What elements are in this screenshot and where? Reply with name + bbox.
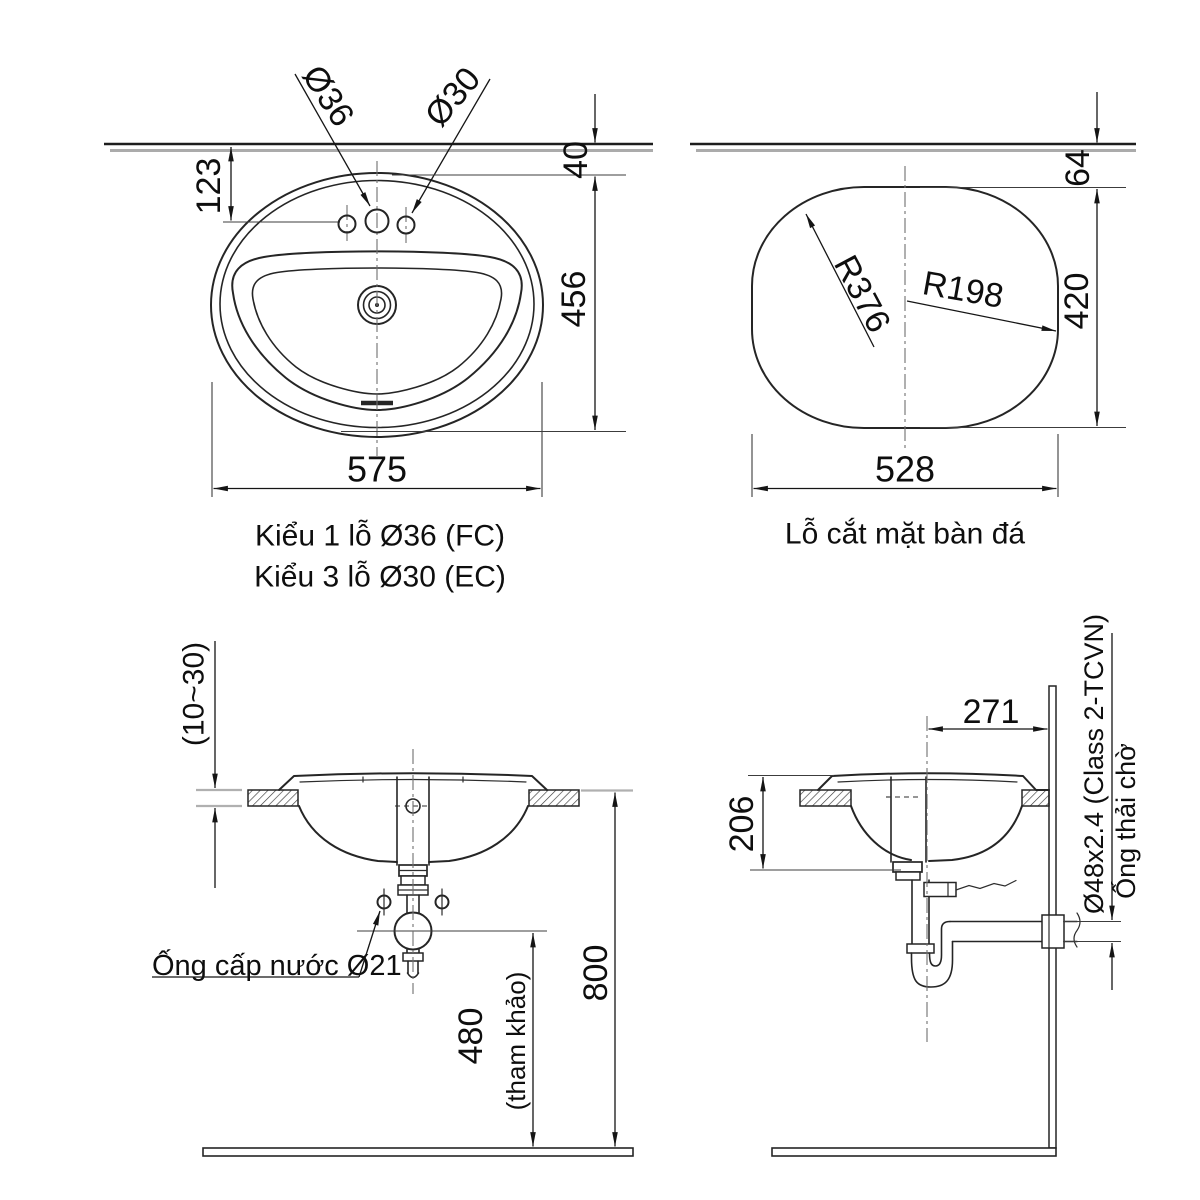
faucet-hole-center <box>364 208 390 234</box>
dim-text-575: 575 <box>347 449 407 490</box>
bowl-left <box>298 805 398 863</box>
popup-tee <box>923 881 957 898</box>
countertop-section-back <box>1021 789 1050 807</box>
dim-text-206: 206 <box>723 796 761 853</box>
plan-view: Ø36 Ø30 123 40 456 575 Kiểu 1 lỗ Ø36 (FC… <box>104 59 653 594</box>
supply-pipe-label: Ống cấp nước Ø21 <box>152 948 402 982</box>
wall-sleeve <box>1041 914 1065 949</box>
caption-type-3-hole: Kiểu 3 lỗ Ø30 (EC) <box>254 561 506 594</box>
popup-rod <box>955 879 1017 891</box>
front-section-view: (10~30) Ống cấp nước Ø21 <box>152 641 634 1157</box>
sink-rim-profile <box>278 772 548 791</box>
bowl-front <box>850 805 912 861</box>
dim-text-123: 123 <box>190 158 228 215</box>
waste-pipe-spec-label: Ø48x2.4 (Class 2-TCVN) <box>1079 614 1109 914</box>
dim-text-counter-thickness: (10~30) <box>178 642 211 746</box>
caption-cutout: Lỗ cắt mặt bàn đá <box>785 518 1025 551</box>
dim-text-800: 800 <box>577 945 615 1002</box>
leader-radius-376 <box>805 213 875 348</box>
sink-rim-inner-line-side <box>837 778 1018 783</box>
radius-text-198: R198 <box>920 264 1007 316</box>
dim-text-64: 64 <box>1059 149 1097 187</box>
countertop-section-right <box>528 789 580 807</box>
leader-hole-36 <box>294 73 371 207</box>
dim-note-480: (tham khảo) <box>501 972 531 1111</box>
caption-type-1-hole: Kiểu 1 lỗ Ø36 (FC) <box>255 520 505 553</box>
supply-leader <box>358 910 381 978</box>
side-section-view: 271 206 Ø48x2.4 (Class 2-TCVN) Ống thải … <box>723 614 1141 1157</box>
dim-text-40: 40 <box>557 141 595 179</box>
drain-nut-side <box>895 871 921 881</box>
basin-bottom <box>251 267 503 395</box>
label-hole-diameter-30: Ø30 <box>418 60 488 134</box>
basin-opening <box>231 250 523 411</box>
dim-text-271: 271 <box>963 693 1020 731</box>
leader-hole-30 <box>411 78 491 214</box>
faucet-hole-left <box>337 214 357 234</box>
faucet-hole-right <box>396 215 416 235</box>
bowl-back <box>928 805 1023 862</box>
sink-rim-profile-side <box>817 772 1050 791</box>
dim-text-420: 420 <box>1058 273 1096 330</box>
trap-nut-side <box>906 943 935 954</box>
p-trap-outer <box>910 940 954 988</box>
leader-radius-198 <box>906 300 1057 332</box>
bowl-right <box>428 805 529 863</box>
countertop-section-left <box>247 789 299 807</box>
cutout-view: R376 R198 64 420 528 Lỗ cắt mặt bàn đá <box>690 92 1136 551</box>
radius-text-376: R376 <box>826 249 898 339</box>
dim-text-480: 480 <box>452 1008 490 1065</box>
dim-text-528: 528 <box>875 449 935 490</box>
p-trap-inner <box>928 920 951 967</box>
floor-line-left-view <box>202 1147 634 1157</box>
countertop-section-front <box>799 789 852 807</box>
label-hole-diameter-36: Ø36 <box>295 59 362 134</box>
dim-text-456: 456 <box>555 271 593 328</box>
waste-pipe-name-label: Ống thải chờ <box>1109 743 1141 899</box>
pipe-break-symbol <box>1073 912 1081 948</box>
floor-line-right-view <box>771 1147 1057 1157</box>
